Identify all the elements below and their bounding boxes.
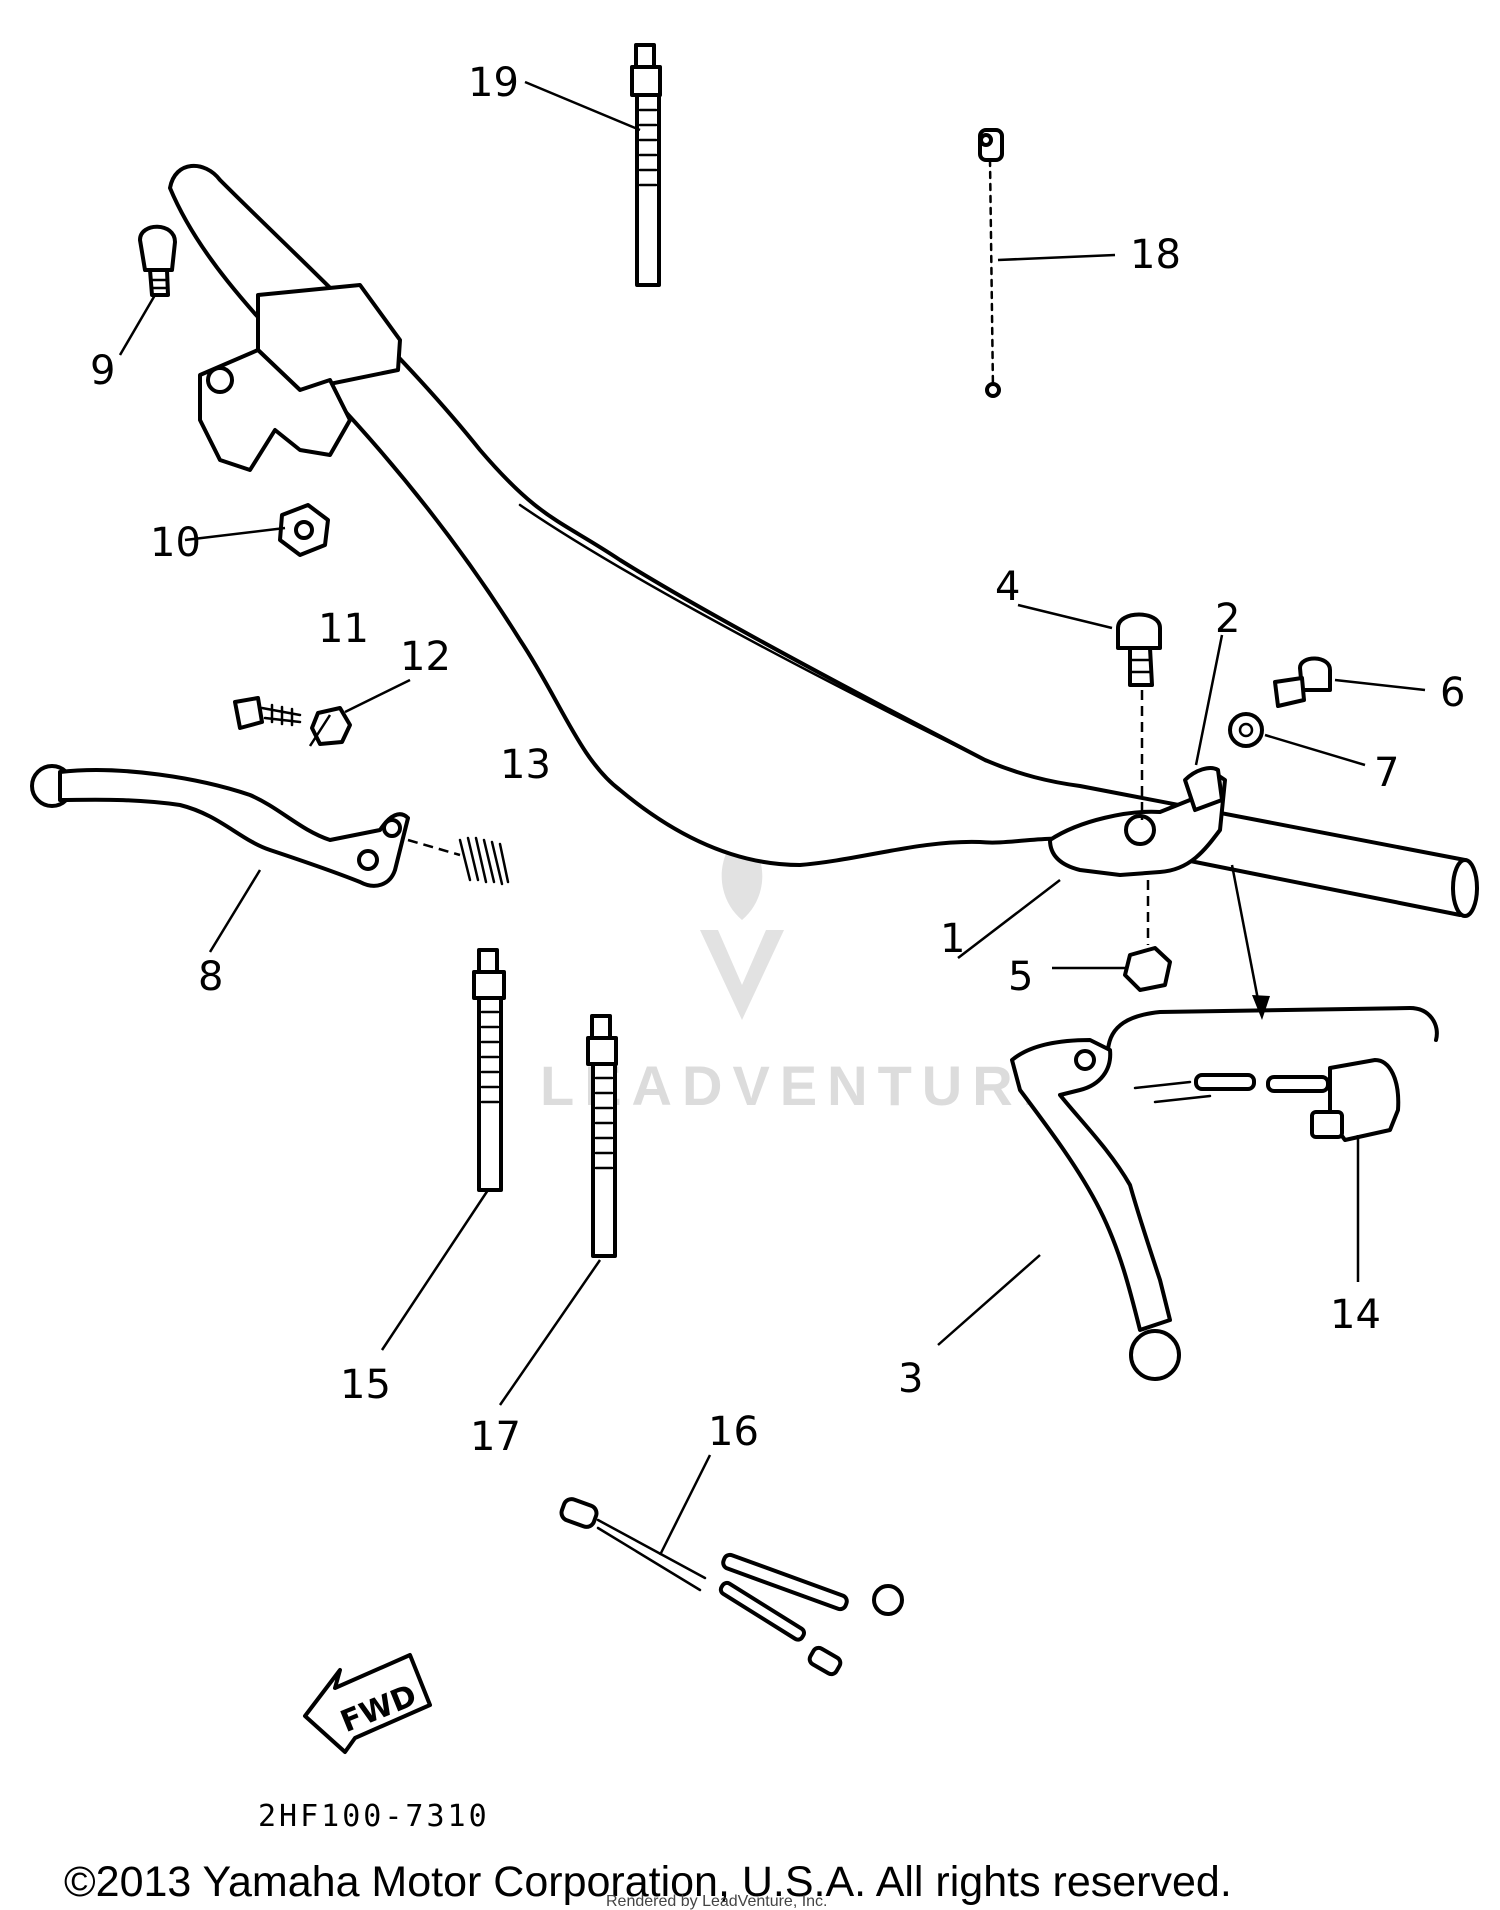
callout-10: 10: [150, 520, 201, 566]
part-3-lever: [1010, 1038, 1181, 1381]
diagram-code: 2HF100-7310: [258, 1799, 490, 1834]
callout-16: 16: [708, 1409, 759, 1455]
callout-8: 8: [198, 954, 223, 1000]
callout-18: 18: [1130, 232, 1181, 278]
callout-2: 2: [1215, 596, 1240, 642]
watermark: LEADVENTURE: [540, 830, 1070, 1117]
callout-15: 15: [340, 1362, 391, 1408]
fwd-arrow: FWD: [303, 1653, 432, 1754]
part-16-lead-wire: [559, 1497, 904, 1677]
copyright-notice: ©2013 Yamaha Motor Corporation, U.S.A. A…: [64, 1858, 1232, 1906]
callout-3: 3: [898, 1356, 923, 1402]
watermark-text: LEADVENTURE: [540, 1054, 1070, 1117]
part-6-screw: [1273, 656, 1332, 708]
part-5-nut: [1123, 880, 1172, 992]
part-18-chain-cable: [978, 128, 1004, 398]
callout-9: 9: [90, 348, 115, 394]
callout-7: 7: [1374, 750, 1399, 796]
callout-numbers: 19 18 9 10 4 2 6 7 11 12 13 1 5 8 14 3 1…: [90, 60, 1465, 1460]
callout-13: 13: [500, 742, 551, 788]
leader-lines: [118, 80, 1426, 1556]
part-4-bolt: [1116, 612, 1162, 820]
callout-5: 5: [1008, 954, 1033, 1000]
callout-1: 1: [940, 916, 965, 962]
rendered-by-notice: Rendered by LeadVenture, Inc.: [606, 1893, 828, 1910]
part-11-bolt: [233, 696, 302, 730]
part-15-cable-tie: [472, 948, 506, 1192]
part-17-cable-tie: [586, 1014, 618, 1258]
callout-6: 6: [1440, 670, 1465, 716]
lever-perch: [1048, 766, 1227, 877]
callout-17: 17: [470, 1414, 521, 1460]
part-9-bolt: [138, 224, 177, 297]
callout-4: 4: [995, 564, 1020, 610]
part-7-washer: [1228, 712, 1264, 748]
callout-11: 11: [318, 606, 369, 652]
part-19-cable-tie: [630, 43, 662, 287]
switch-callout: [1106, 864, 1439, 1142]
callout-19: 19: [468, 60, 519, 106]
part-10-nut: [278, 503, 330, 557]
part-8-lever: [30, 764, 410, 888]
handlebar: [168, 164, 1479, 918]
callout-12: 12: [400, 634, 451, 680]
master-cylinder-assembly: [198, 283, 402, 472]
watermark-v-icon: [700, 930, 784, 1020]
callout-14: 14: [1330, 1292, 1381, 1338]
part-13-spring: [407, 836, 510, 886]
part-12-nut: [310, 706, 352, 746]
